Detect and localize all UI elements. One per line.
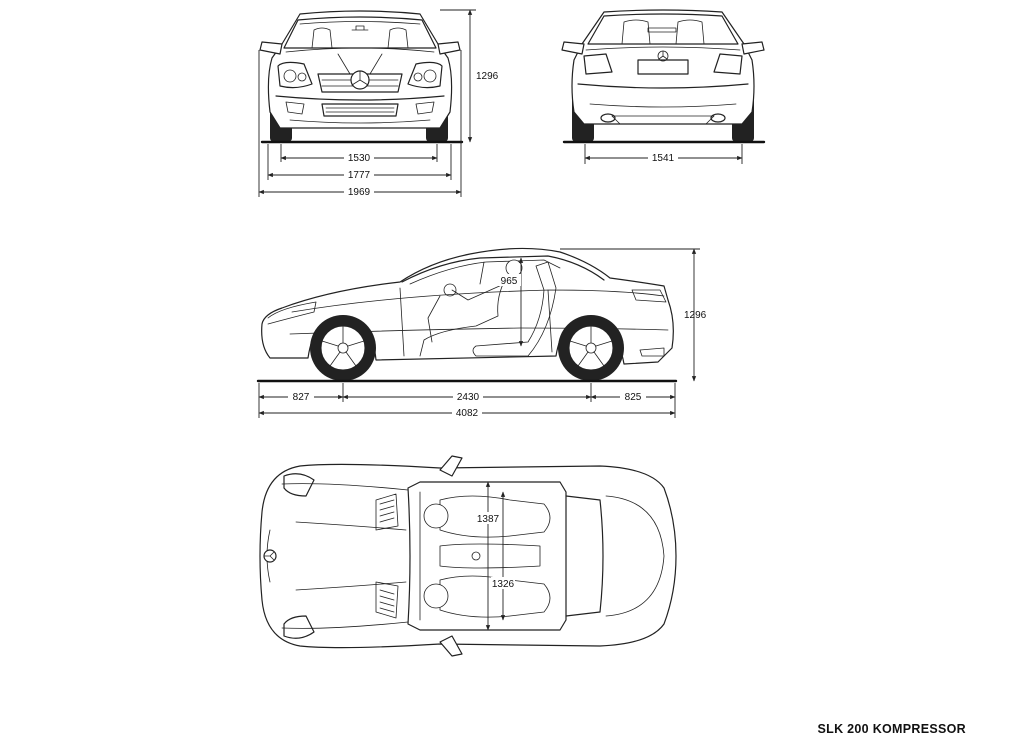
front-height-label: 1296 [476, 71, 499, 82]
wheelbase-label: 2430 [457, 392, 480, 403]
headroom-label: 965 [501, 276, 518, 287]
front-view: 1296 1530 1777 1969 [258, 9, 499, 198]
model-title: SLK 200 KOMPRESSOR [817, 722, 966, 736]
overall-length-label: 4082 [456, 408, 479, 419]
rear-view: 1541 [561, 9, 766, 164]
body-width-label: 1777 [348, 170, 371, 181]
mercedes-star-icon [263, 549, 277, 563]
rear-track-label: 1541 [652, 153, 675, 164]
driver-figure [419, 259, 557, 357]
side-height-label: 1296 [684, 310, 707, 321]
rear-elbow-width-label: 1326 [492, 579, 515, 590]
rear-overhang-label: 825 [625, 392, 642, 403]
front-shoulder-width-label: 1387 [477, 514, 500, 525]
front-wheel [310, 315, 376, 381]
top-view: 1387 1326 [259, 455, 677, 657]
front-track-label: 1530 [348, 153, 371, 164]
mercedes-star-icon [350, 70, 370, 90]
rear-wheel [558, 315, 624, 381]
width-with-mirrors-label: 1969 [348, 187, 371, 198]
side-view: 965 1296 827 2430 825 4082 [256, 247, 707, 419]
front-overhang-label: 827 [293, 392, 310, 403]
